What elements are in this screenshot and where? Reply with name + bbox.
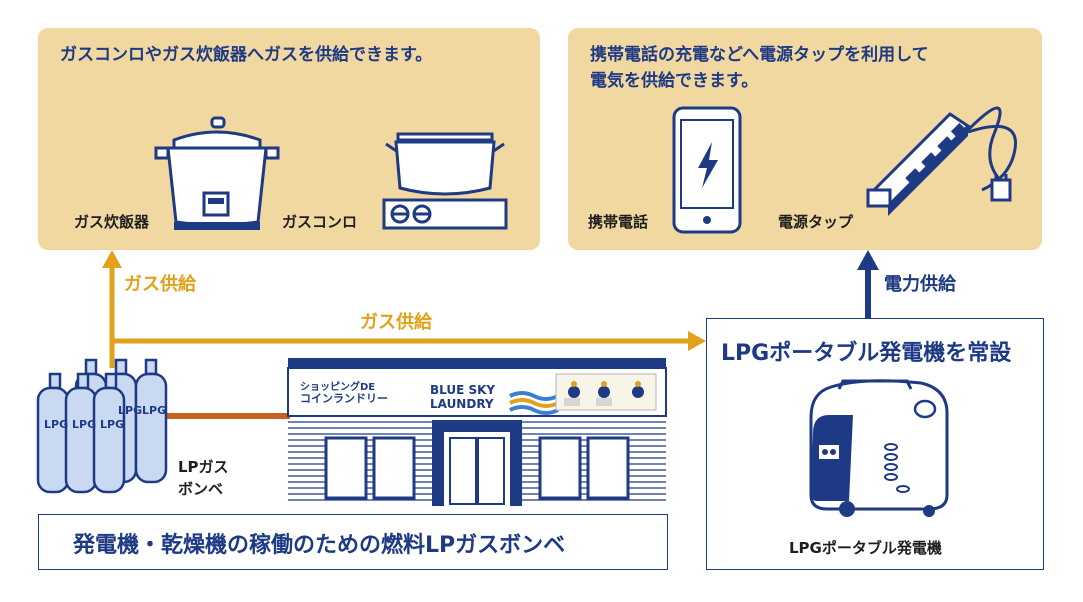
caption-box: 発電機・乾燥機の稼働のための燃料LPガスボンベ xyxy=(38,514,668,570)
laundry-brand-line2: LAUNDRY xyxy=(430,397,494,411)
gas-supply-up-label: ガス供給 xyxy=(124,274,196,295)
lpg-cylinders-icon xyxy=(36,358,168,494)
smartphone-icon xyxy=(672,106,742,234)
cylinder-tag-3: LPG xyxy=(100,418,125,431)
cylinder-tag-4: LPG xyxy=(118,404,143,417)
rice-cooker-label: ガス炊飯器 xyxy=(74,213,150,231)
power-supply-label: 電力供給 xyxy=(884,274,956,295)
power-strip-label: 電源タップ xyxy=(778,213,854,231)
lp-gas-cylinder-label: LPガス ボンベ xyxy=(178,458,229,498)
laundry-sign-line1: ショッピングDE xyxy=(300,382,376,393)
phone-label: 携帯電話 xyxy=(588,213,649,231)
generator-box-title: LPGポータブル発電機を常設 xyxy=(721,341,1012,366)
power-strip-icon xyxy=(866,106,1017,216)
gas-appliances-panel: ガスコンロやガス炊飯器へガスを供給できます。 ガス炊飯器 ガスコンロ xyxy=(38,28,540,250)
gas-supply-right-label: ガス供給 xyxy=(360,312,432,333)
laundry-brand-line1: BLUE SKY xyxy=(430,383,496,397)
portable-generator-icon xyxy=(809,379,949,517)
lpg-generator-box: LPGポータブル発電機を常設 LPGポータブル発電機 xyxy=(706,318,1044,570)
electric-devices-panel: 携帯電話の充電などへ電源タップを利用して 電気を供給できます。 携帯電話 電源タ… xyxy=(568,28,1042,250)
electric-panel-title: 携帯電話の充電などへ電源タップを利用して 電気を供給できます。 xyxy=(590,45,929,91)
generator-label: LPGポータブル発電機 xyxy=(789,539,942,557)
coin-laundry-store-icon xyxy=(287,358,667,506)
cylinder-tag-1: LPG xyxy=(44,418,69,431)
gas-panel-title: ガスコンロやガス炊飯器へガスを供給できます。 xyxy=(60,45,433,65)
gas-stove-icon xyxy=(382,132,508,230)
laundry-sign-line2: コインランドリー xyxy=(300,392,388,405)
fuel-caption: 発電機・乾燥機の稼働のための燃料LPガスボンベ xyxy=(73,533,566,558)
cylinder-tag-2: LPG xyxy=(72,418,97,431)
cylinder-tag-5: LPG xyxy=(142,404,167,417)
gas-stove-label: ガスコンロ xyxy=(282,213,358,231)
rice-cooker-icon xyxy=(154,116,280,230)
